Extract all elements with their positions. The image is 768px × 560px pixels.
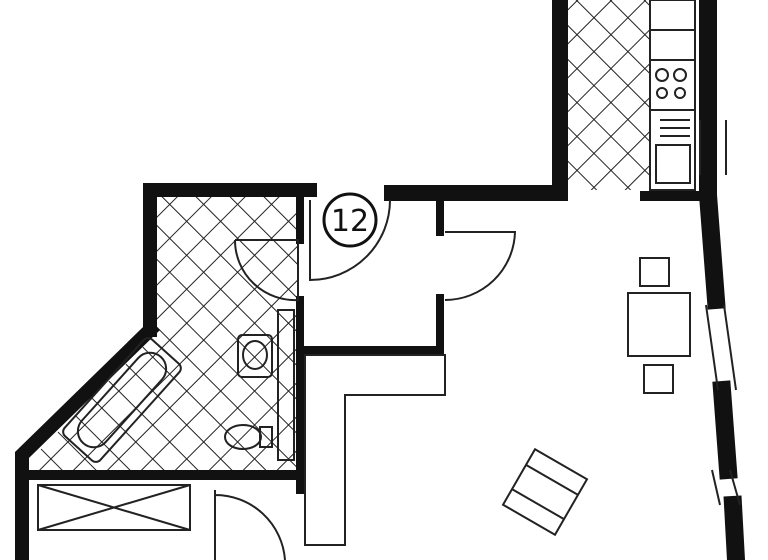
armchair (501, 447, 589, 537)
bath-shelf (277, 309, 295, 461)
windows (37, 120, 741, 531)
bathroom-tiles (35, 195, 298, 470)
walls (15, 0, 746, 560)
partition-outline (304, 354, 446, 546)
kitchen-tiles (568, 0, 650, 190)
stove-burner (655, 68, 669, 82)
kitchen-counter (649, 0, 696, 191)
bathtub (62, 337, 182, 463)
toilet (224, 424, 273, 450)
room-number: 12 (331, 204, 369, 239)
window-sill (37, 484, 191, 531)
dining-set (627, 257, 691, 394)
room-number-badge: 12 (322, 192, 378, 248)
doors (214, 199, 517, 560)
kitchen-sink (655, 144, 691, 184)
washbasin (237, 334, 273, 378)
